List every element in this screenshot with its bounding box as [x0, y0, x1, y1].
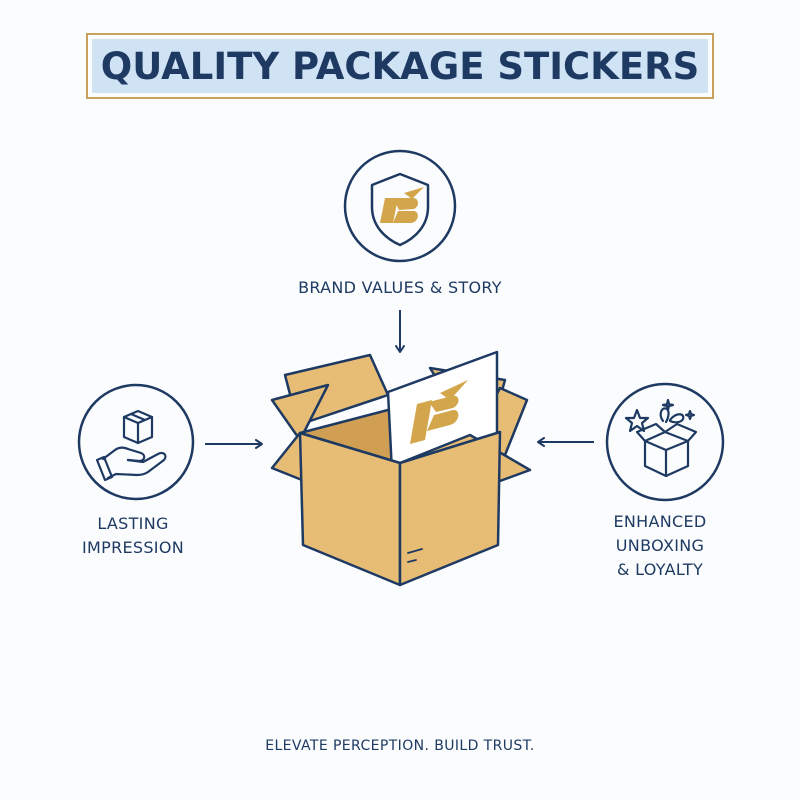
title-banner: QUALITY PACKAGE STICKERS	[86, 33, 714, 99]
page-title: QUALITY PACKAGE STICKERS	[100, 44, 700, 88]
enhanced-unboxing-label: ENHANCED UNBOXING & LOYALTY	[585, 510, 735, 582]
shield-logo-icon	[343, 149, 457, 263]
hand-holding-box-icon	[77, 383, 195, 501]
open-box-with-sticker-icon	[270, 350, 532, 587]
lasting-impression-line-2: IMPRESSION	[82, 538, 184, 557]
lasting-impression-label: LASTING IMPRESSION	[58, 512, 208, 560]
title-banner-inner: QUALITY PACKAGE STICKERS	[92, 39, 708, 93]
enhanced-unboxing-line-1: ENHANCED	[613, 512, 707, 531]
enhanced-unboxing-line-3: & LOYALTY	[616, 560, 704, 579]
brand-values-label: BRAND VALUES & STORY	[298, 278, 502, 297]
sticker-logo	[410, 380, 468, 444]
tagline: ELEVATE PERCEPTION. BUILD TRUST.	[265, 738, 535, 754]
enhanced-unboxing-line-2: UNBOXING	[615, 536, 705, 555]
lasting-impression-line-1: LASTING	[97, 514, 169, 533]
star-gift-box-icon	[605, 382, 725, 502]
